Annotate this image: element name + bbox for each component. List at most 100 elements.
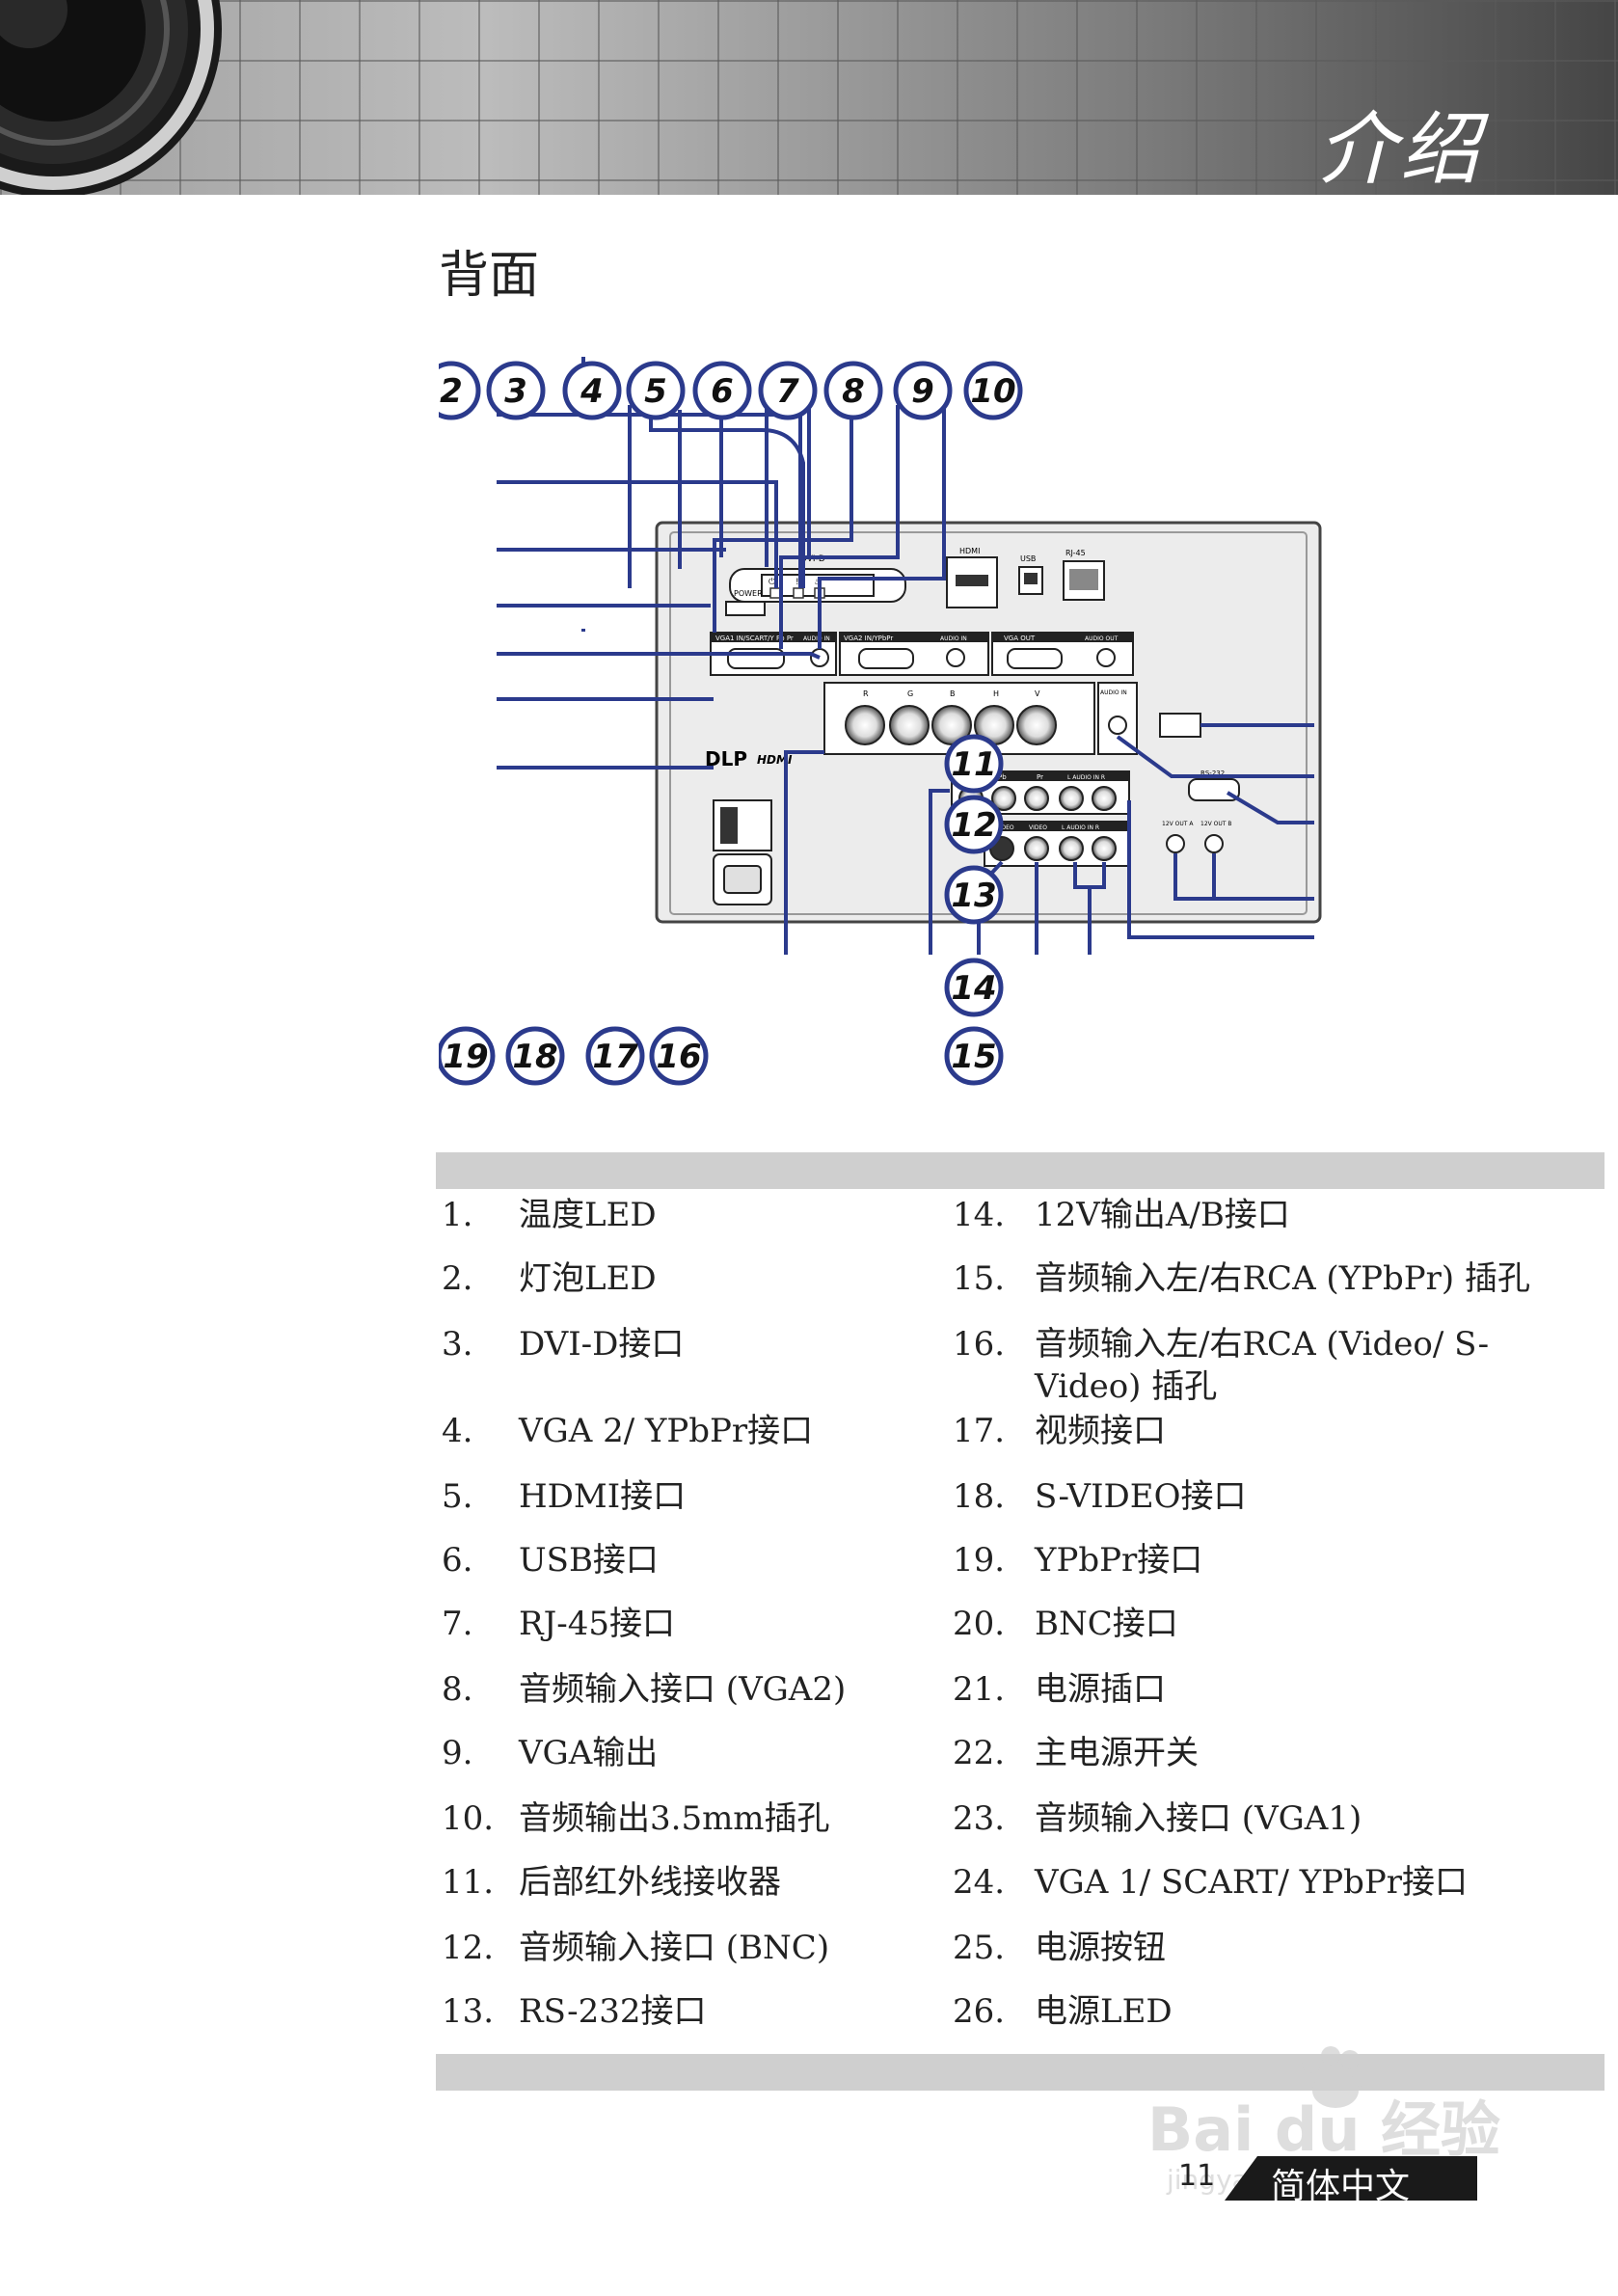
vga2-label: VGA2 IN/YPbPr [844,635,893,642]
legend-number: 13. [442,1992,495,2031]
callout-number: 19 [443,1038,488,1076]
callout-circle-14 [944,958,1004,1017]
legend-label: 音频输入左/右RCA (Video/ S-Video) 插孔 [1035,1325,1490,1406]
legend-item: 9. VGA输出 [442,1732,943,1774]
legend-item: 3. DVI-D接口 [442,1323,943,1365]
callout-circle-9 [893,361,953,420]
legend-number: 23. [953,1799,1006,1838]
video-block: S-VIDEO VIDEO L AUDIO IN R [984,821,1130,867]
legend-label: DVI-D接口 [519,1325,685,1364]
vga-out-label: VGA OUT [1004,635,1036,642]
legend-item: 7.RJ-45接口 [442,1603,943,1645]
pr-label: Pr [1037,773,1043,781]
callout-circle-17 [585,1026,645,1086]
legend-label: 主电源开关 [1035,1734,1199,1772]
legend-item: 5. HDMI接口 [442,1475,943,1518]
legend-item: 13.RS-232接口 [442,1990,943,2033]
ir-receiver [1159,713,1201,738]
legend-number: 9. [442,1734,473,1772]
table-top-bar [436,1152,1605,1189]
legend-item: 10. 音频输出3.5mm插孔 [442,1797,943,1840]
legend-item: 18.S-VIDEO接口 [953,1475,1589,1518]
callout-number: 16 [656,1038,701,1076]
legend-number: 17. [953,1412,1006,1450]
audio-in-1-label: AUDIO IN [803,635,830,642]
page-number: 11 [1178,2159,1216,2193]
logos: DLP HDMI [705,747,793,770]
callout-number: 10 [970,372,1015,411]
legend-label: VGA输出 [519,1734,659,1772]
callout-circle-11 [944,734,1004,794]
watermark-brand: Bai du 经验 [1147,2094,1500,2165]
video-label: VIDEO [1029,824,1047,831]
svg-text:⏻: ⏻ [769,577,775,587]
legend-number: 18. [953,1477,1006,1516]
legend-label: VGA 1/ SCART/ YPbPr接口 [1035,1863,1468,1902]
legend-item: 20. BNC接口 [953,1603,1589,1645]
legend-item: 25.电源按钮 [953,1927,1589,1969]
legend-label: 电源插口 [1035,1670,1166,1709]
legend-label: HDMI接口 [519,1477,687,1516]
legend-item: 26. 电源LED [953,1990,1589,2033]
rj45-port: RJ-45 [1063,549,1105,601]
hdmi-logo: HDMI [757,753,793,767]
legend-number: 3. [442,1325,473,1364]
table-bottom-bar [436,2054,1605,2091]
legend-label: BNC接口 [1035,1605,1178,1643]
legend-label: 灯泡LED [519,1259,657,1298]
legend-item: 14.12V输出A/B接口 [953,1194,1589,1236]
footer-language: 简体中文 [1271,2167,1411,2206]
legend-number: 7. [442,1605,473,1643]
legend-label: USB接口 [519,1541,659,1580]
footer-language-tab [1225,2156,1477,2201]
legend-number: 16. [953,1325,1006,1364]
legend-number: 20. [953,1605,1006,1643]
bnc-b-label: B [950,689,956,698]
legend-item: 17.视频接口 [953,1410,1589,1452]
audio-in-2-label: AUDIO IN [940,635,967,642]
bnc-block: R G B H V [823,682,1095,755]
legend-label: 音频输入接口 (BNC) [519,1929,830,1967]
callout-circle-12 [944,795,1004,854]
out-b-label: 12V OUT B [1200,821,1231,827]
rj45-label: RJ-45 [1065,549,1086,557]
section-title: 背面 [439,247,540,305]
callout-number: 18 [512,1038,557,1076]
legend-item: 24. VGA 1/ SCART/ YPbPr接口 [953,1861,1589,1904]
legend-number: 24. [953,1863,1006,1902]
legend-item: 19.YPbPr接口 [953,1539,1589,1581]
legend-number: 10. [442,1799,495,1838]
bnc-g-label: G [907,689,913,698]
power-button: POWER [725,589,766,616]
legend-number: 26. [953,1992,1006,2031]
callout-number: 7 [776,372,799,411]
legend-label: 音频输出3.5mm插孔 [519,1799,830,1838]
out-a-label: 12V OUT A [1162,821,1194,827]
legend-number: 14. [953,1196,1006,1234]
lens-icon [0,0,222,195]
rs232-label: RS-232 [1200,770,1225,777]
callout-number: 2 [440,372,463,411]
callout-group: 1234567891011121314151617181920212223242… [439,361,1023,1086]
usb-port: USB [1018,554,1043,595]
legend-label: 电源LED [1035,1992,1173,2031]
legend-number: 5. [442,1477,473,1516]
legend-item: 22.主电源开关 [953,1732,1589,1774]
legend-number: 1. [442,1196,473,1234]
pb-label: Pb [998,773,1007,781]
callout-circle-19 [439,1026,496,1086]
bnc-r-label: R [863,689,869,698]
legend-number: 8. [442,1670,473,1709]
l-audio-in-r-label-2: L AUDIO IN R [1062,824,1099,831]
vga-out-block: VGA OUT AUDIO OUT [991,632,1134,676]
legend-label: 温度LED [519,1196,657,1234]
callout-number: 6 [711,372,734,411]
legend-item: 8.音频输入接口 (VGA2) [442,1668,943,1711]
callout-number: 5 [644,372,667,411]
callout-number: 13 [951,877,996,915]
legend-label: 后部红外线接收器 [519,1863,781,1902]
legend-label: 电源按钮 [1035,1929,1166,1967]
legend-label: 音频输入接口 (VGA1) [1035,1799,1362,1838]
legend-item: 2.灯泡LED [442,1257,943,1300]
callout-circle-10 [963,361,1023,420]
